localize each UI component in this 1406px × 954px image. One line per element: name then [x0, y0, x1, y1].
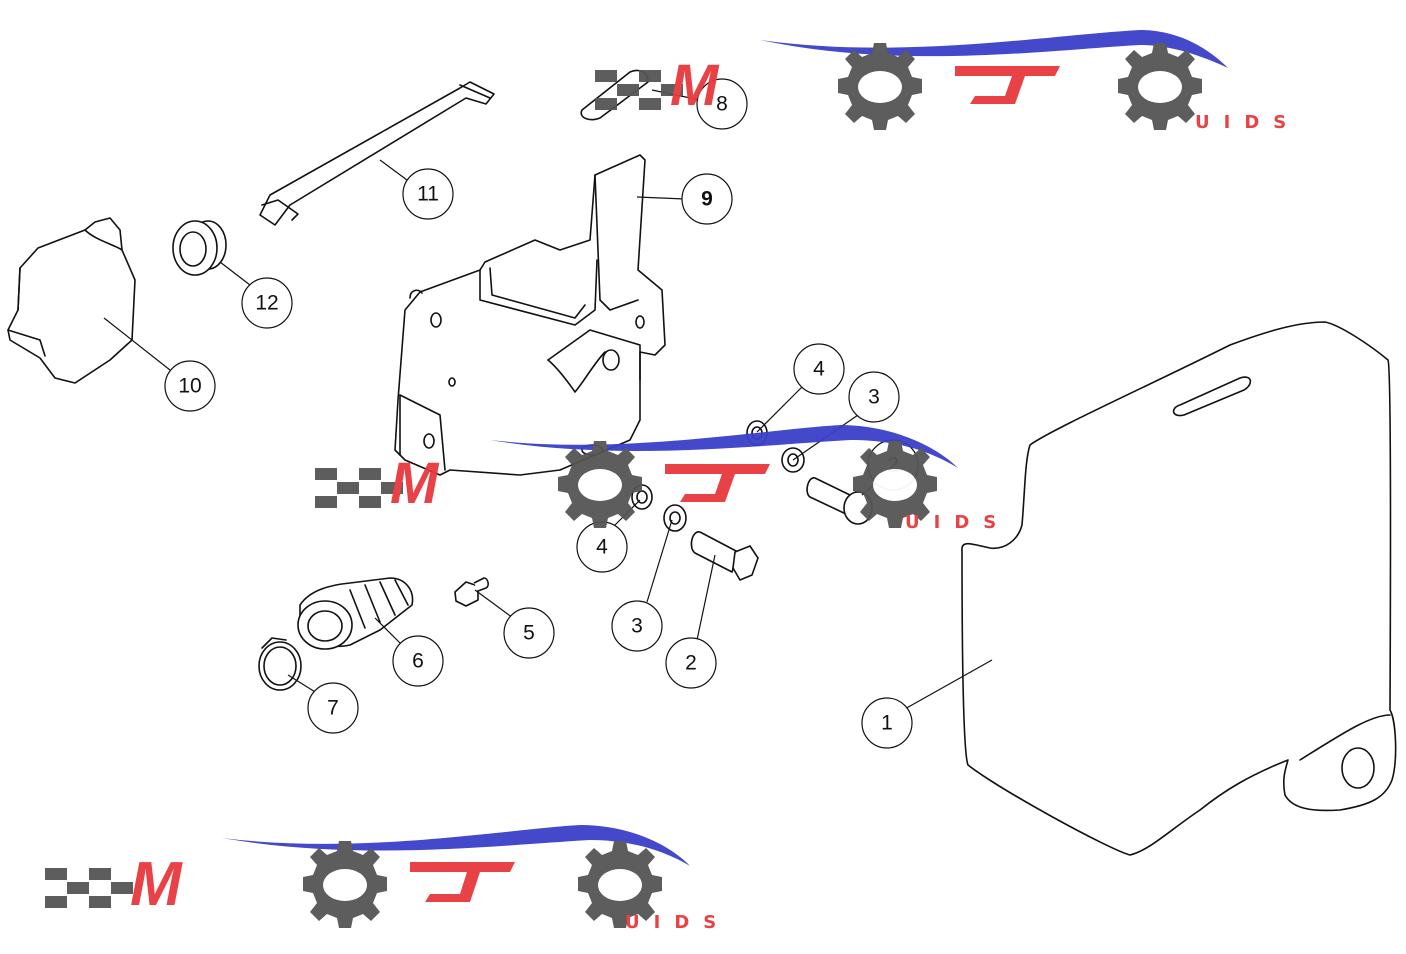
svg-text:M: M — [390, 451, 440, 516]
svg-text:2: 2 — [685, 652, 697, 675]
callout-5: 5 — [503, 607, 555, 659]
svg-text:3: 3 — [631, 615, 643, 638]
svg-text:8: 8 — [716, 93, 728, 116]
callout-9: 9 — [681, 173, 733, 225]
strap-part-11 — [259, 81, 495, 226]
callout-3-lower: 3 — [611, 600, 663, 652]
svg-text:UIDS: UIDS — [905, 512, 1010, 533]
callout-1: 1 — [861, 697, 913, 749]
svg-text:3: 3 — [868, 386, 880, 409]
tank-part-1 — [961, 321, 1397, 856]
watermark-logo-bottom: M UIDS — [45, 825, 730, 933]
clamp-part-7 — [258, 637, 302, 691]
svg-text:9: 9 — [701, 188, 713, 211]
callout-8: 8 — [696, 78, 748, 130]
svg-text:12: 12 — [255, 292, 278, 315]
callout-12: 12 — [241, 277, 293, 329]
callout-3-upper: 3 — [848, 371, 900, 423]
watermark-logo-top: M UIDS — [595, 30, 1300, 133]
svg-text:10: 10 — [178, 375, 201, 398]
callout-4-lower: 4 — [576, 521, 628, 573]
svg-text:UIDS: UIDS — [1195, 112, 1300, 133]
svg-text:4: 4 — [596, 536, 608, 559]
callout-6: 6 — [392, 635, 444, 687]
svg-text:4: 4 — [813, 358, 825, 381]
callout-4-upper: 4 — [793, 343, 845, 395]
svg-text:1: 1 — [881, 712, 893, 735]
bolt-part-2-lower — [690, 531, 759, 581]
bracket-part-9 — [394, 154, 666, 476]
callout-11: 11 — [402, 168, 454, 220]
callout-2-lower: 2 — [665, 637, 717, 689]
svg-text:M: M — [670, 53, 720, 118]
svg-text:6: 6 — [412, 650, 424, 673]
svg-text:11: 11 — [417, 183, 439, 206]
callout-10: 10 — [164, 360, 216, 412]
washer-part-3-lower — [663, 504, 687, 532]
svg-text:M: M — [130, 850, 183, 919]
bolt-part-2-upper — [806, 477, 873, 525]
svg-text:7: 7 — [327, 697, 339, 720]
leader-lines — [103, 89, 993, 711]
cover-part-10 — [7, 217, 136, 384]
svg-text:5: 5 — [523, 622, 535, 645]
grommet-part-12 — [172, 220, 227, 276]
svg-text:UIDS: UIDS — [625, 912, 730, 933]
watermark-logo-middle: M UIDS — [315, 425, 1010, 533]
callout-7: 7 — [307, 682, 359, 734]
hose-part-6 — [297, 577, 414, 650]
bolt-part-5 — [454, 577, 489, 607]
